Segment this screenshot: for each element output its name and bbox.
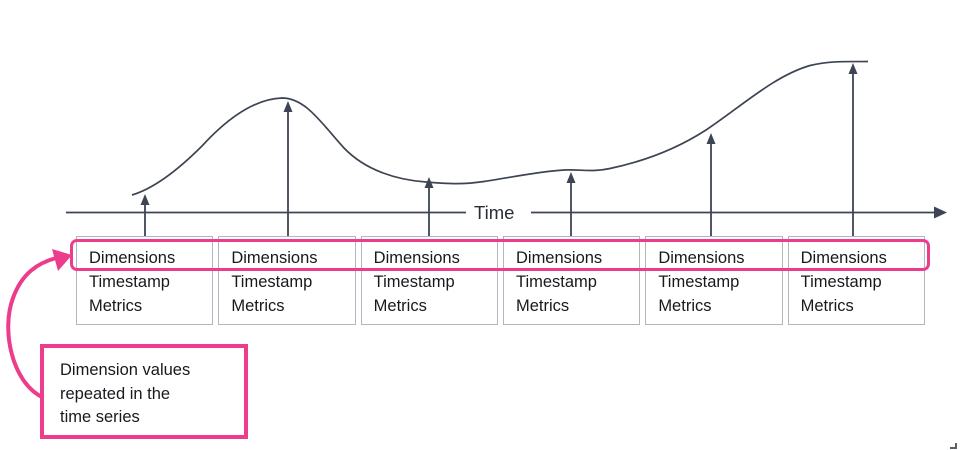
record-timestamp: Timestamp: [89, 273, 170, 291]
record-timestamp: Timestamp: [658, 273, 740, 291]
record-metrics: Metrics: [658, 297, 712, 315]
callout-text-line: Dimension values: [60, 361, 191, 379]
record-metrics: Metrics: [515, 297, 570, 315]
record-metrics: Metrics: [373, 297, 427, 315]
resize-corner-icon: [950, 443, 957, 449]
record-box: Dimensions Timestamp Metrics: [645, 236, 783, 325]
record-dimensions: Dimensions: [658, 249, 745, 267]
record-dimensions: Dimensions: [515, 249, 603, 267]
record-dimensions: Dimensions: [231, 249, 318, 267]
callout-arrow: [6, 256, 58, 399]
time-series-curve: [131, 60, 869, 196]
record-box: Dimensions Timestamp Metrics: [218, 236, 356, 325]
record-dimensions: Dimensions: [89, 249, 176, 267]
record-timestamp: Timestamp: [515, 273, 597, 291]
record-box: Dimensions Timestamp Metrics: [360, 236, 498, 325]
arrowhead-icon: [140, 194, 150, 205]
arrowhead-icon: [424, 177, 434, 188]
axis-label: Time: [474, 202, 514, 223]
record-timestamp: Timestamp: [373, 273, 455, 291]
record-arrowheads: [140, 63, 858, 205]
arrowhead-icon: [283, 101, 293, 112]
arrowhead-icon: [706, 133, 716, 144]
record-box: Dimensions Timestamp Metrics: [76, 236, 214, 325]
record-metrics: Metrics: [800, 297, 854, 315]
callout-text-line: time series: [60, 408, 140, 426]
callout-box: Dimension values repeated in the time se…: [40, 344, 248, 439]
records-row: Dimensions Timestamp Metrics Dimensions …: [76, 236, 925, 325]
record-metrics: Metrics: [89, 297, 143, 315]
record-box: Dimensions Timestamp Metrics: [787, 236, 925, 325]
record-metrics: Metrics: [231, 297, 285, 315]
arrowhead-icon: [848, 63, 858, 74]
record-timestamp: Timestamp: [231, 273, 313, 291]
arrowhead-icon: [566, 172, 576, 183]
record-dimensions: Dimensions: [800, 249, 887, 267]
record-arrows: [144, 74, 854, 236]
callout-text-line: repeated in the: [60, 384, 171, 403]
callout-arrowhead-icon: [52, 249, 72, 271]
record-dimensions: Dimensions: [373, 249, 460, 267]
record-timestamp: Timestamp: [800, 273, 882, 291]
record-box: Dimensions Timestamp Metrics: [502, 236, 641, 325]
axis-arrowhead-icon: [934, 206, 947, 219]
